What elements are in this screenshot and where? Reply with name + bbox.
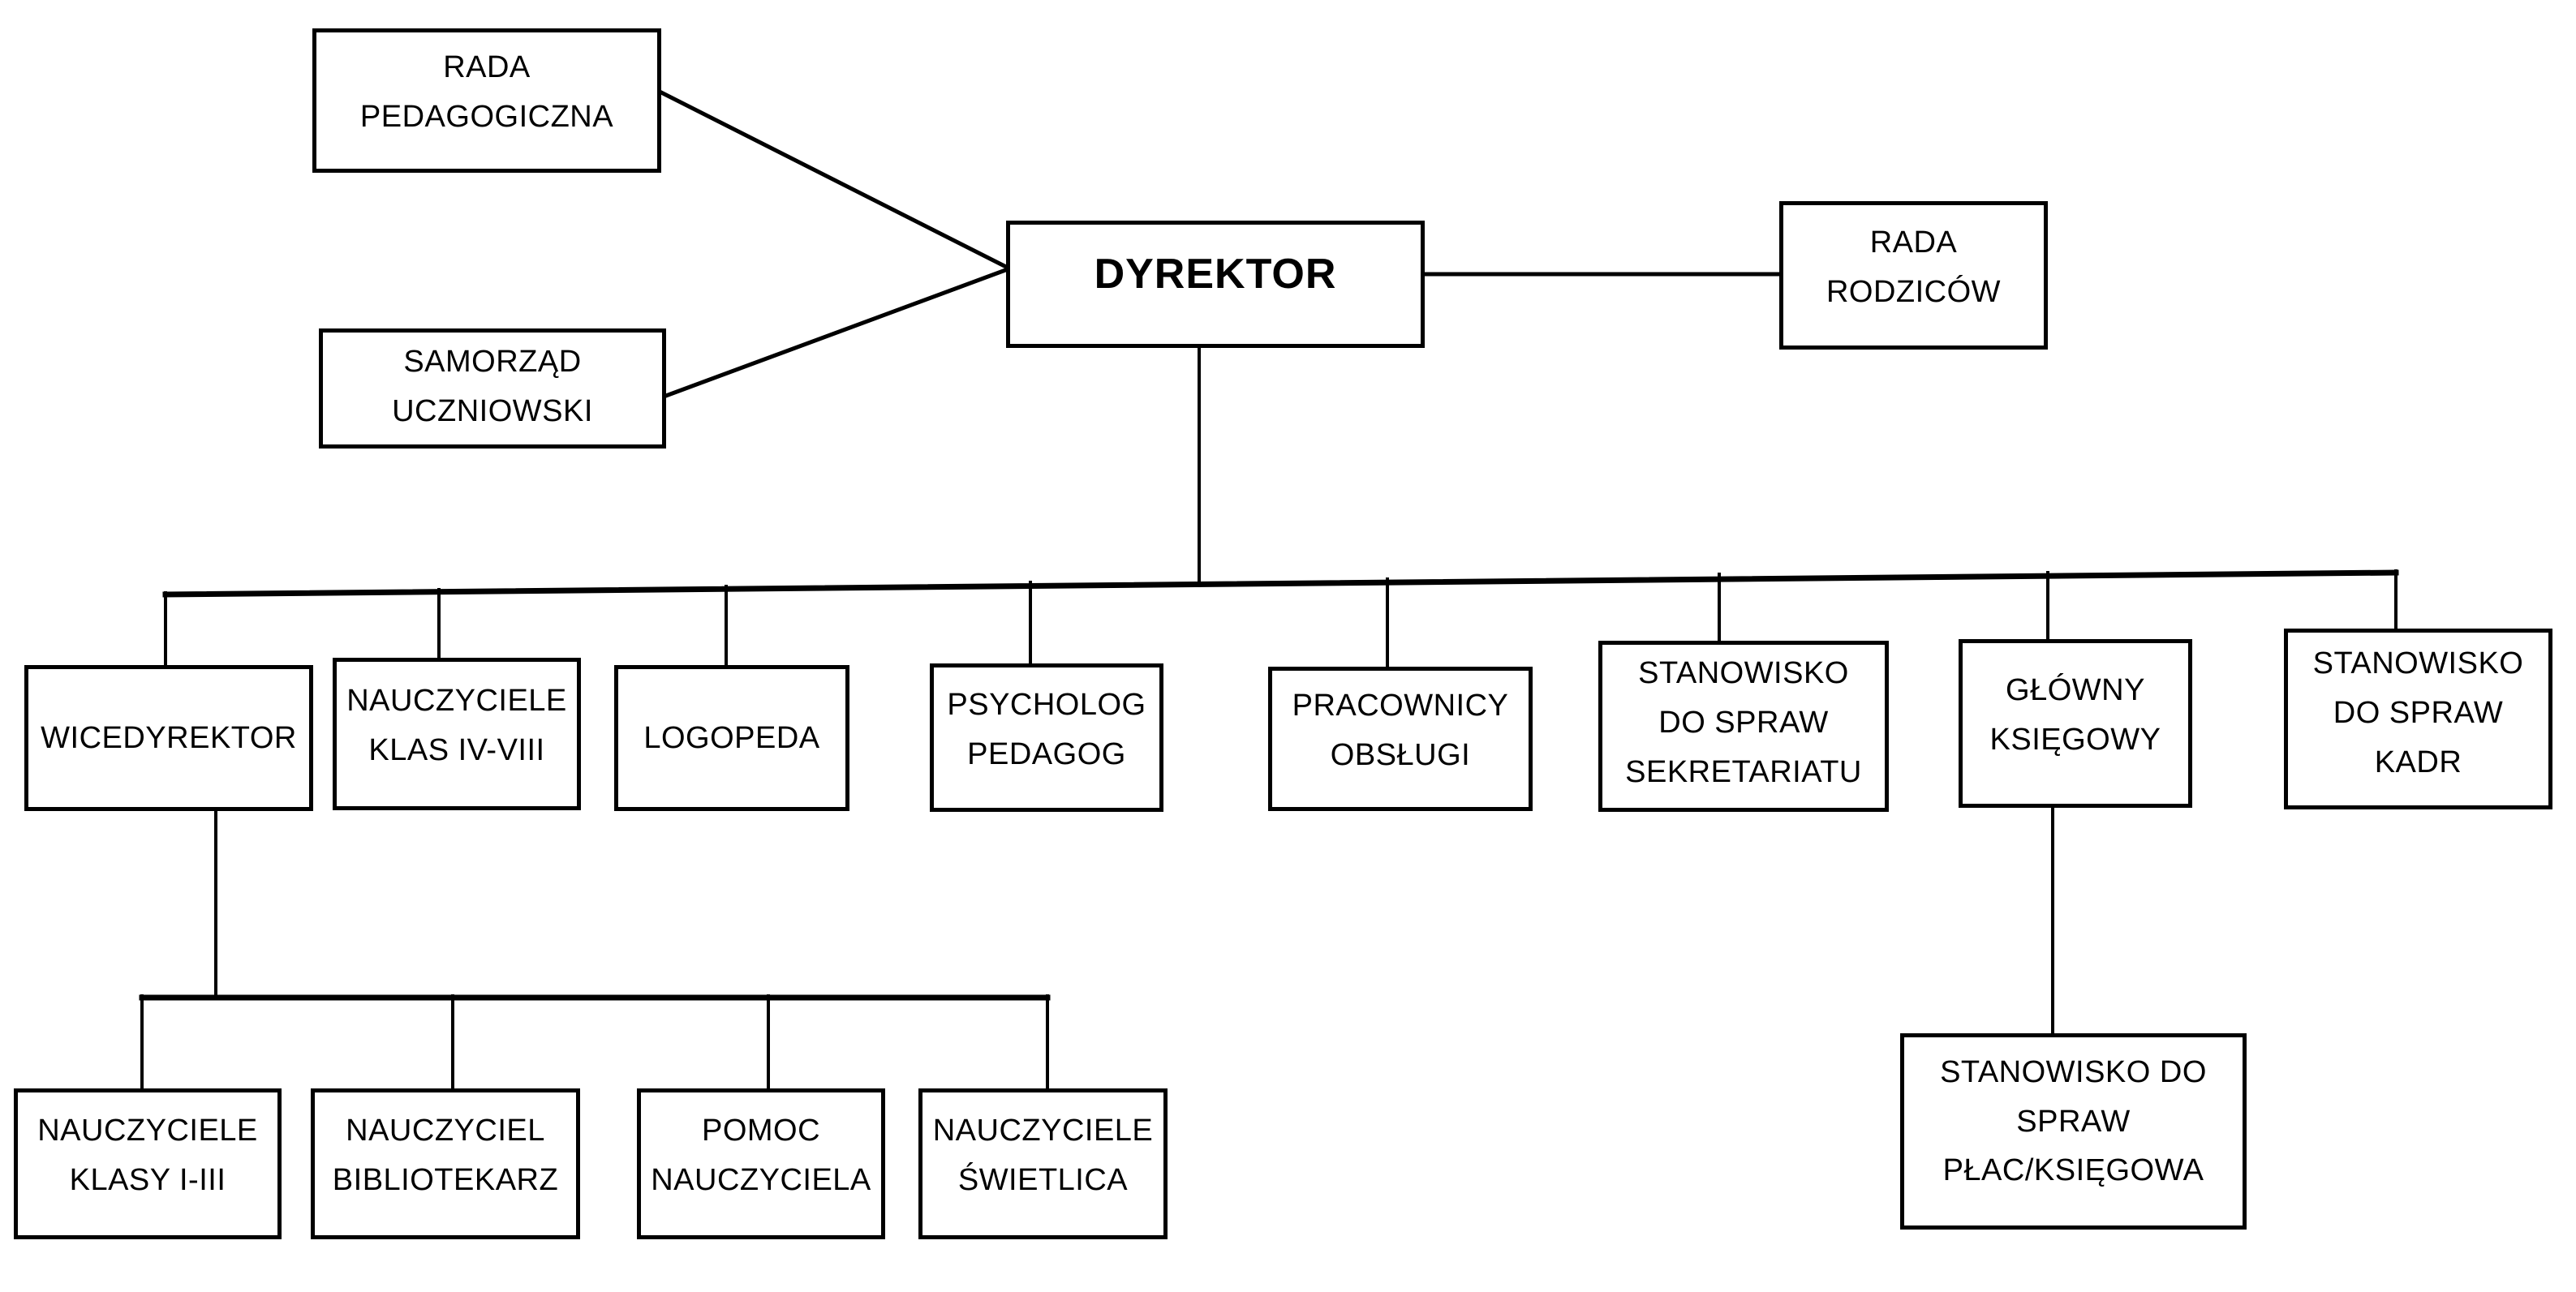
box-label-line: DO SPRAW: [1658, 706, 1829, 740]
box-label-line: STANOWISKO DO: [1940, 1054, 2207, 1089]
box-label-line: KADR: [2374, 745, 2462, 779]
box-label-line: ŚWIETLICA: [957, 1163, 1129, 1197]
org-box-nauczyciele-klas-iv-viii: NAUCZYCIELE KLAS IV-VIII: [333, 658, 581, 810]
box-label-line: LOGOPEDA: [643, 720, 820, 755]
box-label-line: DO SPRAW: [2333, 696, 2504, 731]
box-label-line: NAUCZYCIELE: [37, 1114, 258, 1148]
box-label-line: PEDAGOG: [967, 736, 1126, 771]
org-box-dyrektor: DYREKTOR: [1006, 221, 1425, 348]
box-label-line: OBSŁUGI: [1330, 738, 1471, 772]
box-label-line: PRACOWNICY: [1292, 689, 1509, 723]
box-label-line: UCZNIOWSKI: [392, 394, 593, 428]
box-label-line: KLAS IV-VIII: [368, 733, 545, 767]
box-label-line: NAUCZYCIEL: [346, 1114, 545, 1148]
org-box-pomoc-nauczyciela: POMOC NAUCZYCIELA: [637, 1088, 885, 1239]
box-label-line: KLASY I-III: [69, 1163, 226, 1197]
org-box-nauczyciele-swietlica: NAUCZYCIELE ŚWIETLICA: [918, 1088, 1168, 1239]
box-label-line: SEKRETARIATU: [1625, 754, 1862, 789]
box-label-line: GŁÓWNY: [2006, 673, 2145, 708]
org-box-logopeda: LOGOPEDA: [614, 665, 849, 811]
box-label-line: RADA: [443, 50, 531, 85]
org-box-psycholog-pedagog: PSYCHOLOG PEDAGOG: [930, 663, 1163, 812]
org-box-stanowisko-plac: STANOWISKO DO SPRAW PŁAC/KSIĘGOWA: [1900, 1033, 2247, 1230]
connector-main-bus: [162, 569, 2399, 598]
org-box-rada-rodzicow: RADA RODZICÓW: [1779, 201, 2048, 350]
org-box-nauczyciele-klasy-i-iii: NAUCZYCIELE KLASY I-III: [14, 1088, 282, 1239]
box-label-line: STANOWISKO: [2312, 646, 2524, 681]
box-label-line: RODZICÓW: [1826, 274, 2002, 309]
box-label-line: BIBLIOTEKARZ: [332, 1163, 559, 1197]
org-box-nauczyciel-bibliotekarz: NAUCZYCIEL BIBLIOTEKARZ: [311, 1088, 580, 1239]
box-label-line: STANOWISKO: [1638, 656, 1849, 691]
box-label-line: NAUCZYCIELE: [932, 1114, 1154, 1148]
connector-rada-pedagogiczna-dyrektor: [656, 88, 1011, 271]
org-box-stanowisko-sekretariatu: STANOWISKO DO SPRAW SEKRETARIATU: [1598, 641, 1889, 812]
box-label-line: WICEDYREKTOR: [41, 720, 297, 755]
org-box-wicedyrektor: WICEDYREKTOR: [24, 665, 313, 811]
box-label-line: SAMORZĄD: [403, 345, 582, 380]
org-box-glowny-ksiegowy: GŁÓWNY KSIĘGOWY: [1959, 639, 2192, 808]
box-label-line: POMOC: [701, 1114, 821, 1148]
connector-samorzad-dyrektor: [660, 266, 1011, 400]
org-box-pracownicy-obslugi: PRACOWNICY OBSŁUGI: [1268, 667, 1533, 811]
org-box-stanowisko-kadr: STANOWISKO DO SPRAW KADR: [2284, 629, 2552, 809]
box-label-line: NAUCZYCIELA: [651, 1163, 871, 1197]
box-label-line: PEDAGOGICZNA: [359, 100, 614, 134]
box-label-line: DYREKTOR: [1094, 250, 1337, 298]
box-label-line: RADA: [1869, 225, 1958, 260]
box-label-line: KSIĘGOWY: [1989, 723, 2161, 757]
org-box-rada-pedagogiczna: RADA PEDAGOGICZNA: [312, 28, 661, 173]
org-box-samorzad-uczniowski: SAMORZĄD UCZNIOWSKI: [319, 328, 666, 449]
box-label-line: PSYCHOLOG: [947, 687, 1146, 722]
box-label-line: NAUCZYCIELE: [346, 684, 567, 719]
box-label-line: SPRAW: [2016, 1104, 2131, 1139]
box-label-line: PŁAC/KSIĘGOWA: [1942, 1153, 2204, 1188]
